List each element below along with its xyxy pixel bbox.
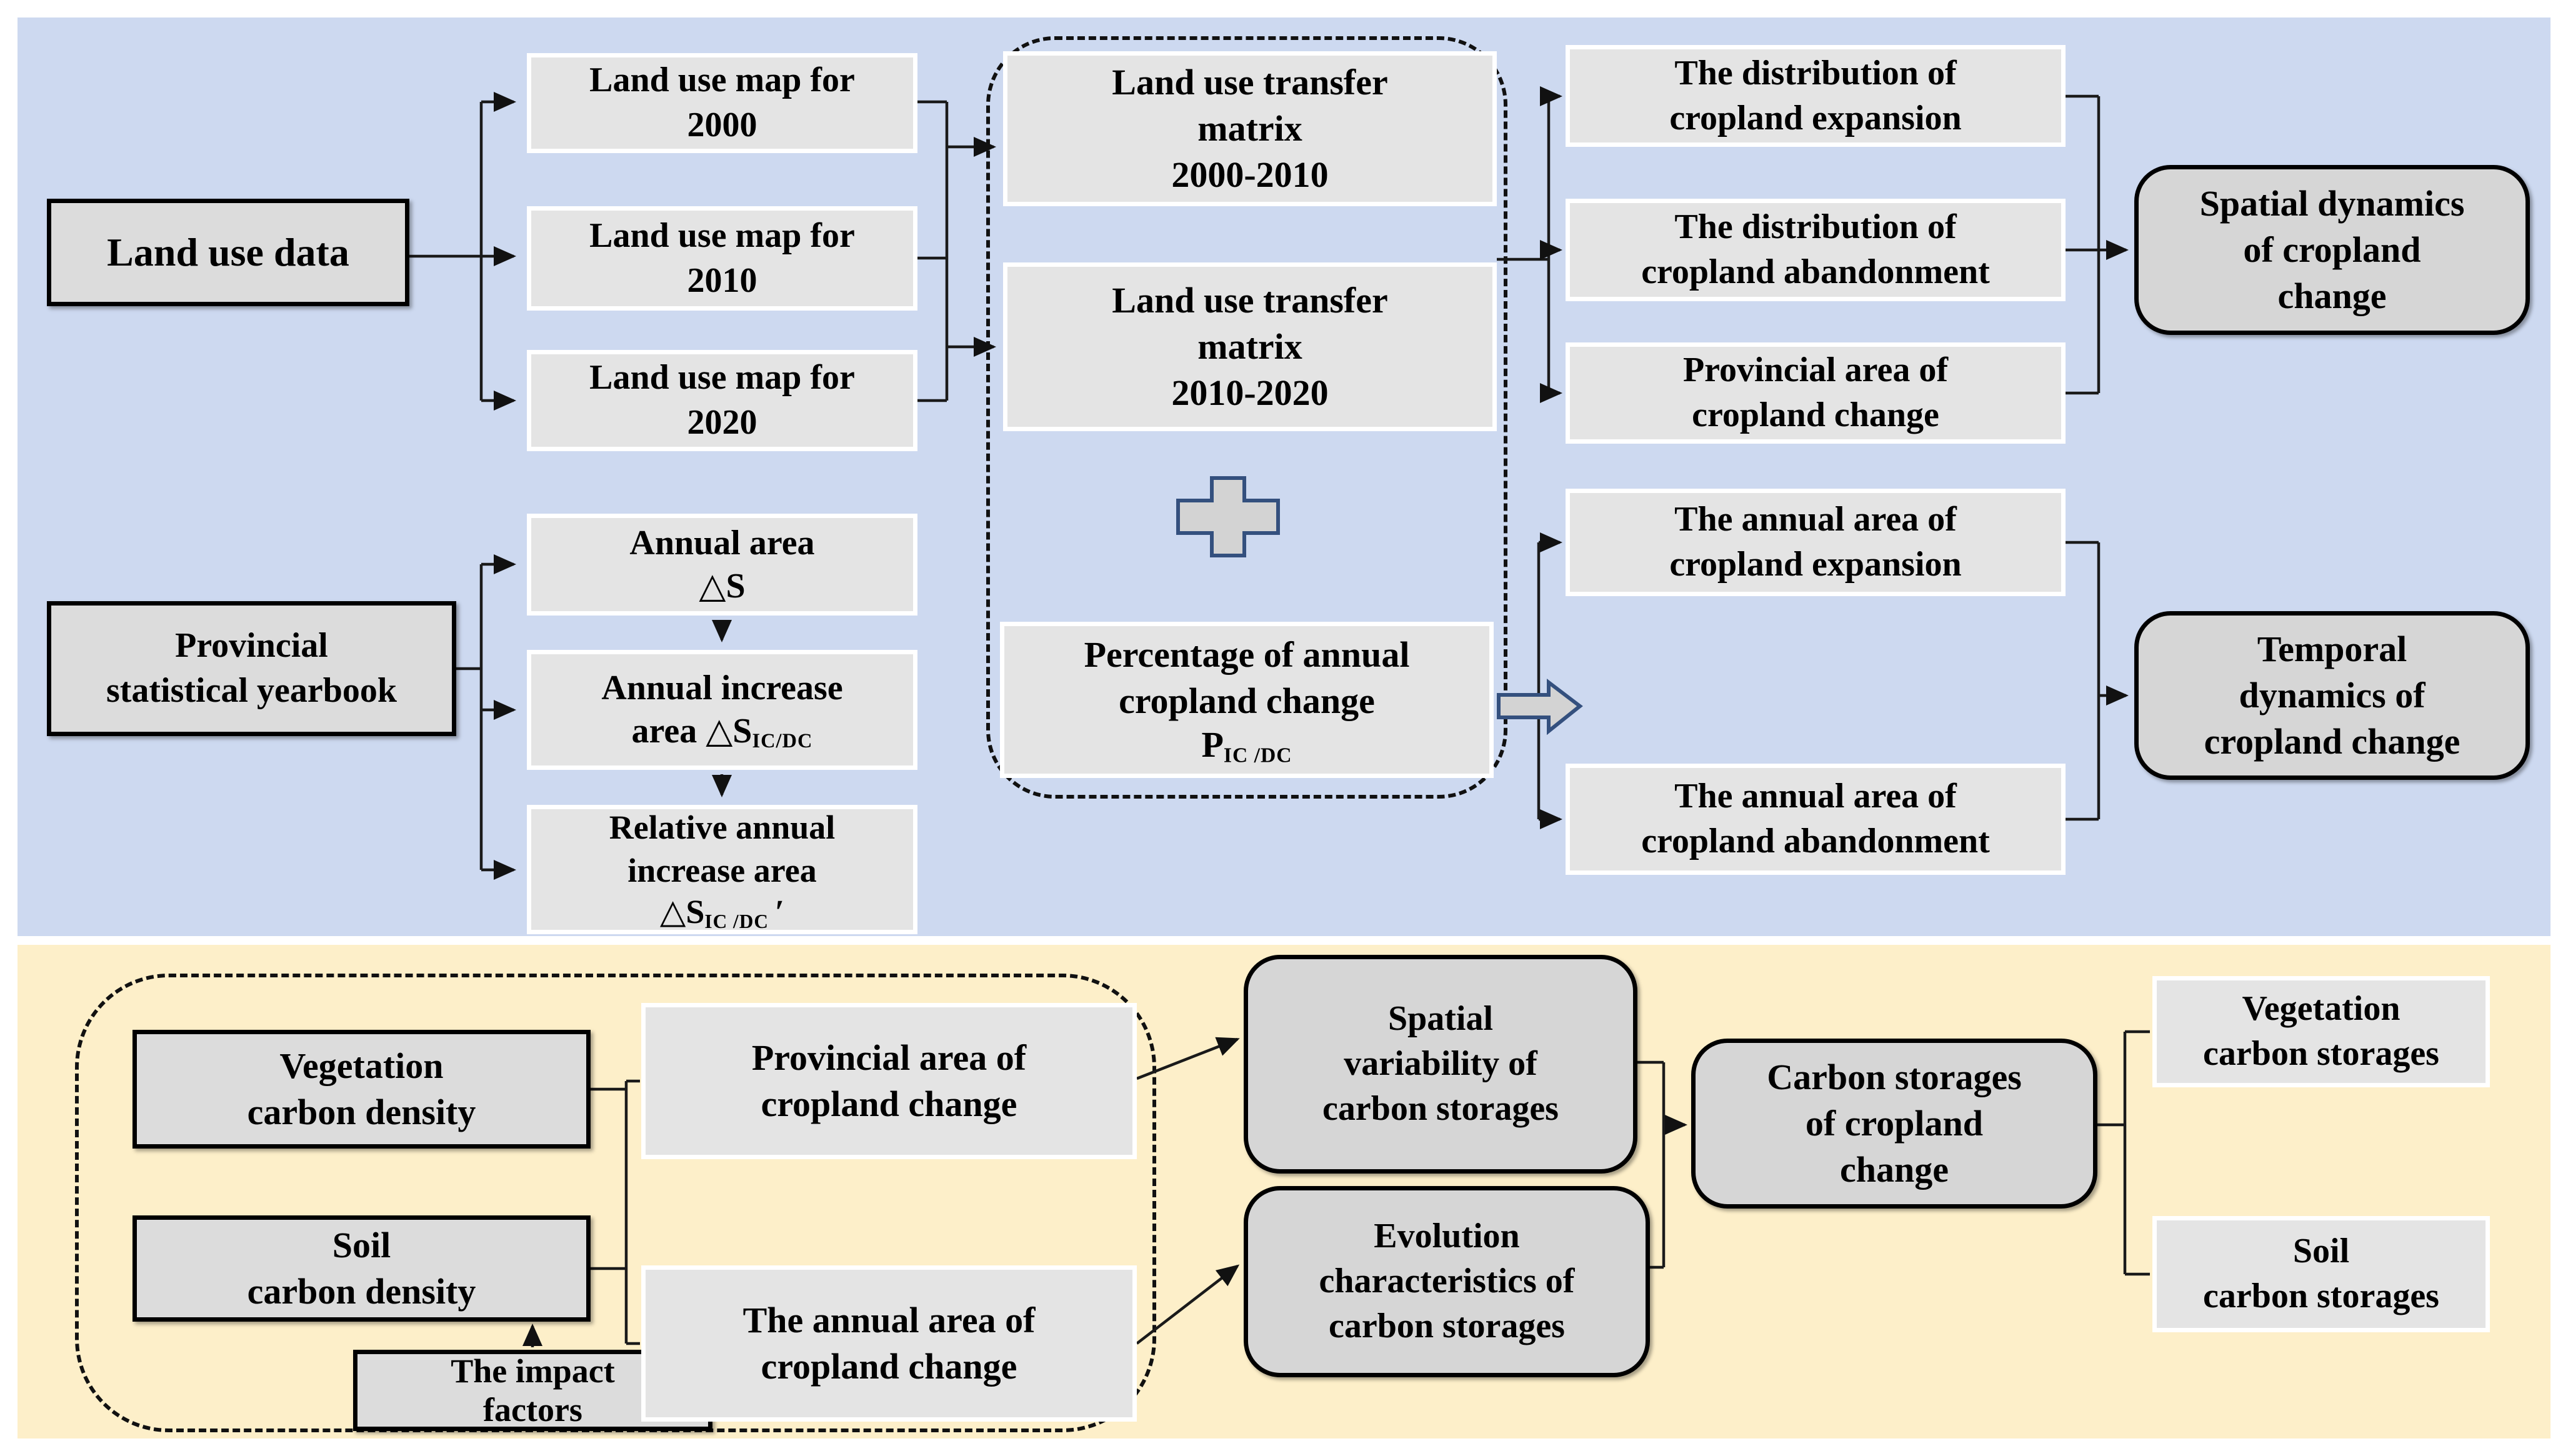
annual-area-title: Annual area <box>629 523 815 562</box>
percentage-title: Percentage of annual cropland change <box>1084 634 1410 721</box>
relative-annual-formula: △SIC /DC′ <box>659 893 785 933</box>
percentage-annual-cropland-change-box: Percentage of annual cropland change PIC… <box>1000 622 1494 778</box>
temporal-dynamics-result-box: Temporal dynamics of cropland change <box>2134 611 2530 780</box>
spatial-variability-result-box: Spatial variability of carbon storages <box>1244 955 1637 1174</box>
spatial-dynamics-result-box: Spatial dynamics of cropland change <box>2134 165 2530 335</box>
annual-increase-formula: area △SIC/DC <box>631 712 813 753</box>
provincial-area-cropland-change-box: Provincial area of cropland change <box>1566 342 2066 444</box>
annual-increase-title: Annual increase <box>601 669 843 708</box>
annual-area-cropland-expansion-box: The annual area of cropland expansion <box>1566 489 2066 596</box>
relative-annual-increase-box: Relative annual increase area △SIC /DC′ <box>527 805 917 934</box>
land-use-map-2000-box: Land use map for 2000 <box>527 53 917 153</box>
annual-area-cropland-change-bottom-box: The annual area of cropland change <box>641 1265 1137 1422</box>
land-use-data-box: Land use data <box>47 199 409 306</box>
evolution-characteristics-result-box: Evolution characteristics of carbon stor… <box>1244 1186 1650 1377</box>
vegetation-carbon-density-box: Vegetation carbon density <box>132 1030 591 1149</box>
annual-area-formula: △S <box>699 566 746 606</box>
soil-carbon-storages-box: Soil carbon storages <box>2152 1216 2490 1332</box>
distribution-cropland-abandonment-box: The distribution of cropland abandonment <box>1566 199 2066 301</box>
land-use-map-2020-box: Land use map for 2020 <box>527 350 917 451</box>
provincial-statistical-yearbook-box: Provincial statistical yearbook <box>47 601 456 736</box>
annual-increase-area-box: Annual increase area △SIC/DC <box>527 650 917 770</box>
annual-area-box: Annual area △S <box>527 514 917 616</box>
provincial-area-cropland-change-bottom-box: Provincial area of cropland change <box>641 1003 1137 1159</box>
land-use-map-2010-box: Land use map for 2010 <box>527 206 917 311</box>
percentage-formula: PIC /DC <box>1201 724 1292 767</box>
carbon-storages-result-box: Carbon storages of cropland change <box>1691 1039 2097 1209</box>
distribution-cropland-expansion-box: The distribution of cropland expansion <box>1566 45 2066 147</box>
transfer-matrix-2010-2020-box: Land use transfer matrix 2010-2020 <box>1003 262 1497 431</box>
transfer-matrix-dashed-group <box>986 36 1507 799</box>
relative-annual-title: Relative annual increase area <box>609 808 836 890</box>
soil-carbon-density-box: Soil carbon density <box>132 1215 591 1322</box>
annual-area-cropland-abandonment-box: The annual area of cropland abandonment <box>1566 764 2066 875</box>
transfer-matrix-2000-2010-box: Land use transfer matrix 2000-2010 <box>1003 51 1497 206</box>
vegetation-carbon-storages-box: Vegetation carbon storages <box>2152 976 2490 1087</box>
